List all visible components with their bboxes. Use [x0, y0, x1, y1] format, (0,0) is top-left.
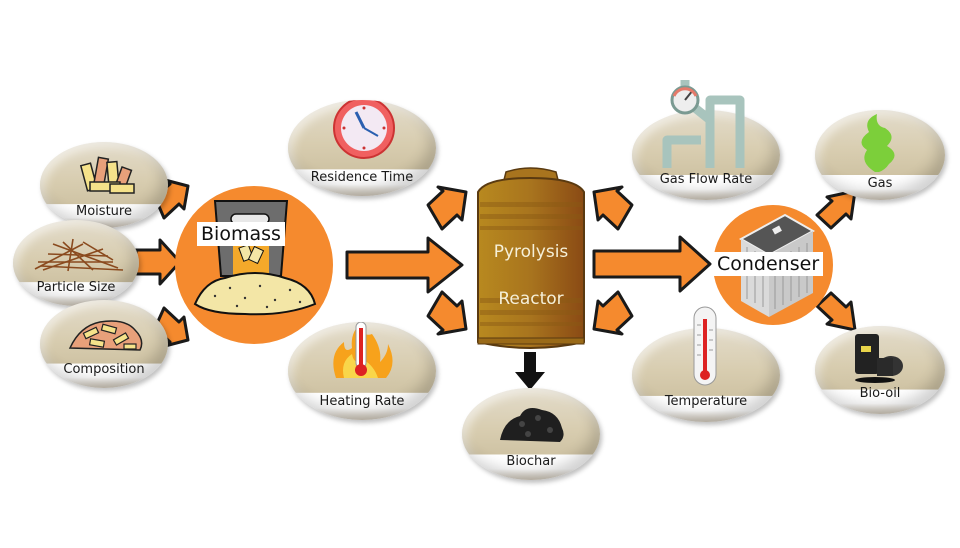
reactor-label-line2: Reactor [498, 289, 564, 309]
arrow-condenser-to-biooil [815, 291, 857, 332]
biomass-label: Biomass [197, 222, 285, 246]
reactor-label-line1: Pyrolysis [493, 242, 569, 262]
clock-icon [333, 100, 395, 159]
arrow-temperature-to-reactor [592, 290, 634, 336]
arrow-condenser-to-gas [815, 189, 857, 230]
gas-flow-rate-label: Gas Flow Rate [659, 172, 753, 187]
pellets-icon [79, 156, 135, 194]
thermometer-fire-icon [333, 322, 393, 378]
arrow-particle-to-biomass [134, 238, 182, 286]
thermometer-icon [693, 306, 717, 386]
residence-time-label: Residence Time [310, 170, 414, 185]
sack-icon [193, 200, 317, 316]
arrow-composition-to-biomass [153, 306, 190, 348]
arrow-heating-to-reactor [426, 290, 468, 336]
node-biochar: Biochar [462, 388, 600, 480]
char-pile-icon [500, 408, 564, 442]
arrow-reactor-to-condenser [592, 235, 712, 293]
bio-oil-label: Bio-oil [859, 386, 901, 401]
pyrolysis-reactor [477, 167, 585, 349]
temperature-label: Temperature [664, 394, 748, 409]
arrow-reactor-to-biochar [515, 352, 545, 390]
particle-size-label: Particle Size [36, 280, 116, 295]
moisture-label: Moisture [76, 204, 132, 219]
arrow-residence-to-reactor [426, 185, 468, 231]
arrow-biomass-to-reactor [345, 236, 464, 294]
node-residence-time: Residence Time [288, 100, 436, 196]
gas-label: Gas [867, 176, 893, 191]
biomass-hub [175, 186, 333, 344]
arrow-moisture-to-biomass [153, 178, 190, 220]
barrel-icon [855, 334, 903, 383]
smoke-icon [861, 114, 895, 172]
node-moisture: Moisture [40, 142, 168, 228]
composition-label: Composition [63, 362, 145, 377]
node-composition: Composition [40, 300, 168, 388]
node-gas: Gas [815, 110, 945, 200]
heating-rate-label: Heating Rate [319, 394, 405, 409]
node-heating-rate: Heating Rate [288, 322, 436, 420]
node-particle-size: Particle Size [13, 220, 139, 306]
biochar-label: Biochar [506, 454, 556, 469]
arrow-gasflow-to-reactor [592, 185, 634, 231]
straw-icon [34, 238, 124, 272]
condenser-label: Condenser [713, 252, 824, 276]
chips-icon [68, 320, 143, 351]
pipe-gauge-icon [662, 80, 745, 168]
node-bio-oil: Bio-oil [815, 326, 945, 414]
